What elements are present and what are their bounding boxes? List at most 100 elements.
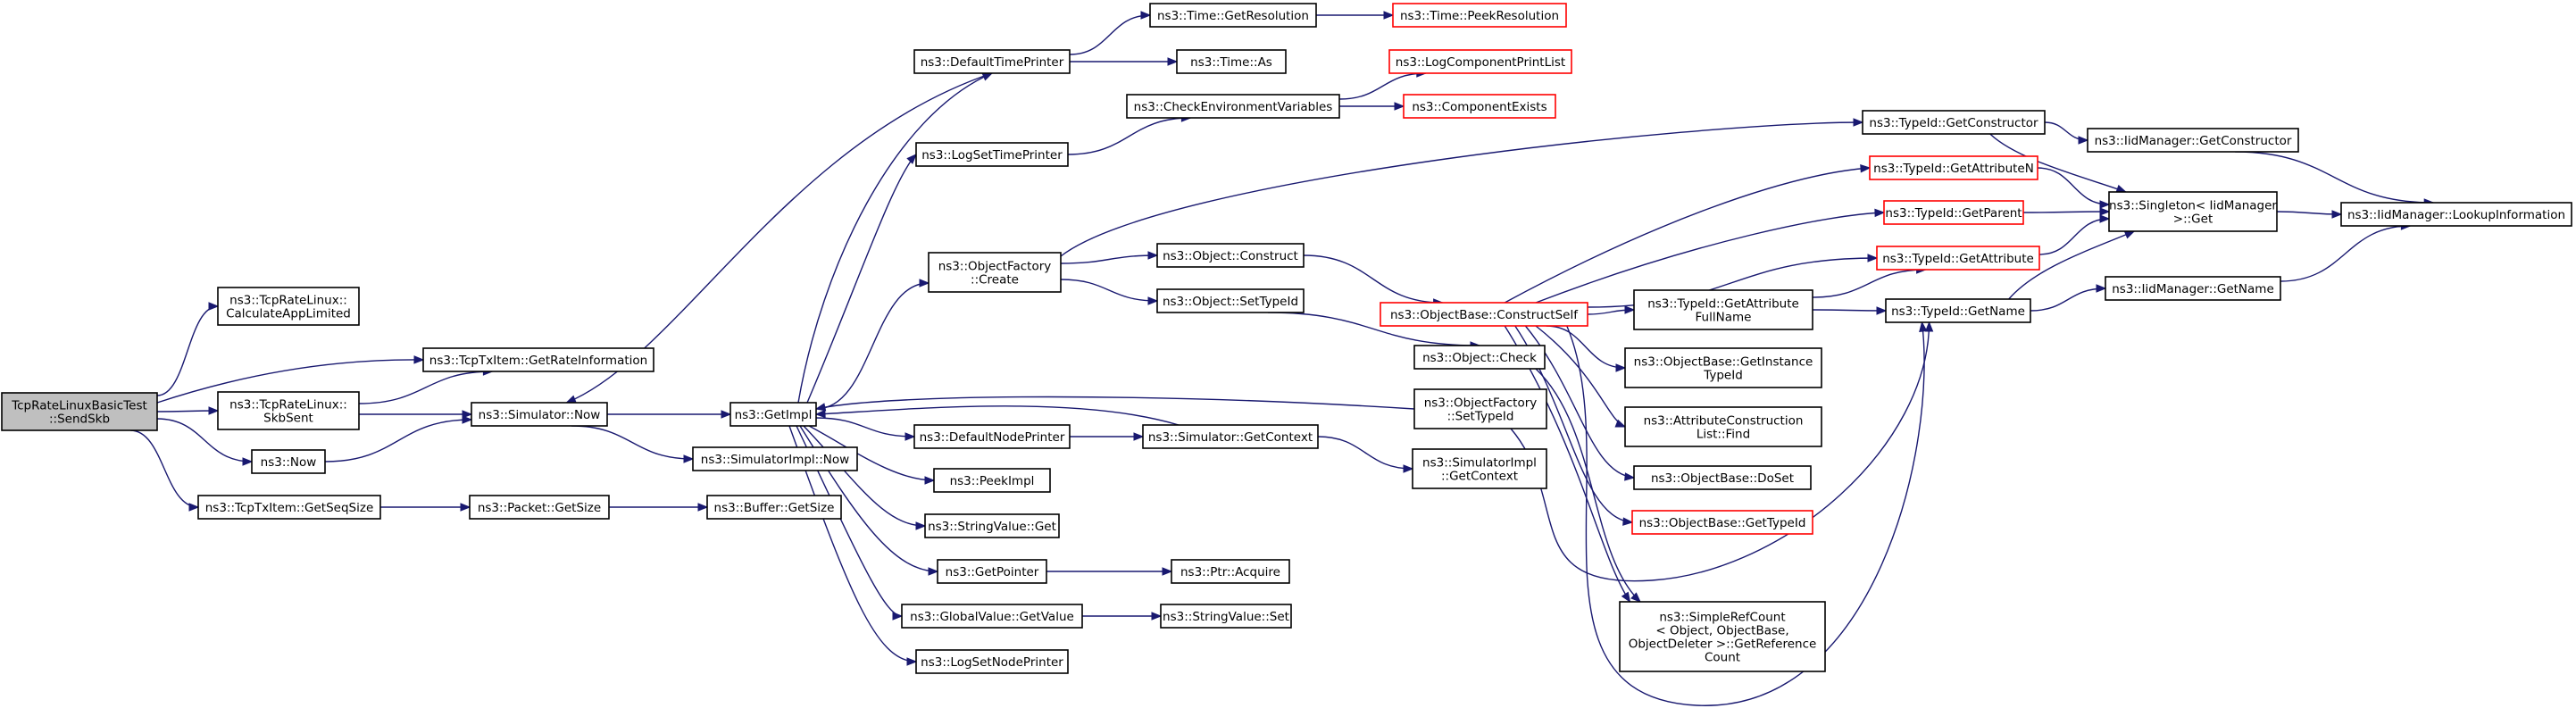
node-box [1862, 110, 2046, 135]
node-box [469, 495, 610, 520]
edge-line [815, 417, 915, 438]
edge-root-to-getRateInfo [156, 355, 425, 404]
node-str-value-get[interactable]: ns3::StringValue::Get [924, 513, 1060, 538]
node-label-line: ns3::GetPointer [946, 565, 1039, 579]
edge-typeIdGetName-to-iidMgrGetName [2030, 284, 2107, 312]
node-iid-mgr-get-constructor[interactable]: ns3::IidManager::GetConstructor [2087, 128, 2299, 153]
node-obj-construct[interactable]: ns3::Object::Construct [1156, 243, 1305, 268]
node-label-line: ns3::LogSetNodePrinter [921, 655, 1063, 670]
node-get-rate-info[interactable]: ns3::TcpTxItem::GetRateInformation [422, 347, 654, 372]
edge-objFactoryCreate-to-objConstruct [1060, 251, 1159, 264]
node-label-line: ns3::DefaultTimePrinter [921, 55, 1064, 70]
node-label-line: ns3::StringValue::Get [928, 520, 1056, 534]
node-comp-exists[interactable]: ns3::ComponentExists [1403, 94, 1556, 119]
node-log-set-node-printer[interactable]: ns3::LogSetNodePrinter [915, 649, 1069, 674]
node-sim-impl-now[interactable]: ns3::SimulatorImpl::Now [692, 446, 858, 471]
node-box [1876, 246, 2040, 271]
node-obj-check[interactable]: ns3::Object::Check [1413, 345, 1546, 370]
node-time-peek-res[interactable]: ns3::Time::PeekResolution [1392, 3, 1567, 28]
node-obj-base-do-set[interactable]: ns3::ObjectBase::DoSet [1633, 465, 1812, 490]
node-label-line: ns3::TypeId::GetParent [1885, 206, 2022, 221]
edge-line [2038, 218, 2110, 255]
node-log-comp-print-list[interactable]: ns3::LogComponentPrintList [1388, 49, 1572, 74]
edge-root-to-calcAppLimited [156, 302, 220, 396]
node-sim-now[interactable]: ns3::Simulator::Now [471, 402, 608, 427]
edge-simGetContext-to-simImplGetContext [1317, 436, 1414, 473]
edge-typeIdGetAttrFullName-to-typeIdGetAttr [1812, 265, 1927, 298]
edge-arrowhead [1151, 612, 1163, 621]
edge-arrowhead [565, 395, 577, 404]
node-iid-mgr-get-name[interactable]: ns3::IidManager::GetName [2105, 276, 2281, 301]
node-global-value-get[interactable]: ns3::GlobalValue::GetValue [901, 604, 1083, 629]
node-type-id-get-constructor[interactable]: ns3::TypeId::GetConstructor [1862, 110, 2046, 135]
node-ns-now[interactable]: ns3::Now [251, 449, 326, 474]
node-box [1631, 510, 1813, 535]
node-box [913, 424, 1071, 449]
edge-timeGetRes-to-timePeekRes [1316, 11, 1395, 20]
node-label-line: ns3::LogComponentPrintList [1396, 55, 1565, 70]
node-sim-get-context[interactable]: ns3::Simulator::GetContext [1142, 424, 1319, 449]
edge-line [803, 425, 926, 527]
node-check-env-vars[interactable]: ns3::CheckEnvironmentVariables [1126, 94, 1340, 119]
node-sim-impl-get-context[interactable]: ns3::SimulatorImpl::GetContext [1412, 448, 1547, 489]
node-peek-impl[interactable]: ns3::PeekImpl [933, 468, 1051, 493]
node-def-time-printer[interactable]: ns3::DefaultTimePrinter [913, 49, 1071, 74]
node-simple-ref-count[interactable]: ns3::SimpleRefCount< Object, ObjectBase,… [1619, 601, 1826, 672]
node-type-id-get-parent[interactable]: ns3::TypeId::GetParent [1883, 200, 2024, 225]
node-obj-base-construct-self[interactable]: ns3::ObjectBase::ConstructSelf [1380, 302, 1588, 327]
edge-arrowhead [413, 355, 425, 364]
node-box [901, 604, 1083, 629]
node-box [913, 49, 1071, 74]
node-box [1142, 424, 1319, 449]
edge-objFactorySetTypeId-to-typeIdGetName [1510, 321, 1934, 582]
edge-arrowhead [928, 567, 939, 576]
node-label-line: ns3::IidManager::GetName [2112, 282, 2274, 296]
node-pkt-get-size[interactable]: ns3::Packet::GetSize [469, 495, 610, 520]
node-str-value-set[interactable]: ns3::StringValue::Set [1160, 604, 1292, 629]
node-label-line: ns3::ObjectFactory [938, 260, 1052, 274]
node-label-line: ns3::ObjectBase::DoSet [1651, 471, 1794, 486]
node-label-line: ::SetTypeId [1447, 410, 1514, 424]
node-get-impl[interactable]: ns3::GetImpl [729, 402, 817, 427]
node-buf-get-size[interactable]: ns3::Buffer::GetSize [706, 495, 842, 520]
node-type-id-get-name[interactable]: ns3::TypeId::GetName [1885, 298, 2031, 323]
node-label-line: ns3::DefaultNodePrinter [920, 430, 1065, 445]
node-box [706, 495, 842, 520]
node-obj-factory-create[interactable]: ns3::ObjectFactory::Create [928, 252, 1062, 293]
node-type-id-get-attr-n[interactable]: ns3::TypeId::GetAttributeN [1869, 155, 2038, 180]
node-type-id-get-attr[interactable]: ns3::TypeId::GetAttribute [1876, 246, 2040, 271]
node-singleton-get[interactable]: ns3::Singleton< IidManager >::Get [2108, 191, 2278, 232]
node-iid-mgr-lookup-info[interactable]: ns3::IidManager::LookupInformation [2340, 202, 2572, 227]
call-graph-edges [129, 11, 2435, 706]
node-root[interactable]: TcpRateLinuxBasicTest::SendSkb [1, 392, 158, 431]
node-label-line: ns3::LogSetTimePrinter [921, 148, 1063, 162]
node-time-as[interactable]: ns3::Time::As [1176, 49, 1287, 74]
node-box [933, 468, 1051, 493]
node-label-line: ns3::SimulatorImpl [1422, 456, 1537, 471]
node-time-get-res[interactable]: ns3::Time::GetResolution [1149, 3, 1317, 28]
node-calc-app-limited[interactable]: ns3::TcpRateLinux::CalculateAppLimited [217, 287, 360, 326]
node-obj-set-type-id[interactable]: ns3::Object::SetTypeId [1156, 288, 1305, 313]
node-box [1624, 406, 1822, 447]
edge-simNow-to-getImpl [606, 410, 732, 419]
node-label-line: ::SendSkb [49, 412, 110, 427]
edge-getImpl-to-strValueGet [803, 425, 927, 530]
node-def-node-printer[interactable]: ns3::DefaultNodePrinter [913, 424, 1071, 449]
node-get-seq-size[interactable]: ns3::TcpTxItem::GetSeqSize [197, 495, 381, 520]
node-log-set-time-printer[interactable]: ns3::LogSetTimePrinter [915, 142, 1069, 167]
edge-line [2235, 151, 2434, 204]
edge-line [1989, 133, 2127, 193]
node-get-pointer[interactable]: ns3::GetPointer [937, 559, 1047, 584]
node-ptr-acquire[interactable]: ns3::Ptr::Acquire [1171, 559, 1290, 584]
node-obj-factory-set-type-id[interactable]: ns3::ObjectFactory::SetTypeId [1413, 388, 1547, 429]
node-label-line: ns3::GlobalValue::GetValue [910, 610, 1074, 624]
node-box [1160, 604, 1292, 629]
node-label-line: CalculateAppLimited [226, 307, 351, 321]
edge-line [2030, 288, 2106, 312]
node-skb-sent[interactable]: ns3::TcpRateLinux::SkbSent [217, 391, 360, 430]
node-label-line: ns3::Time::GetResolution [1157, 9, 1309, 23]
node-obj-base-get-type-id[interactable]: ns3::ObjectBase::GetTypeId [1631, 510, 1813, 535]
